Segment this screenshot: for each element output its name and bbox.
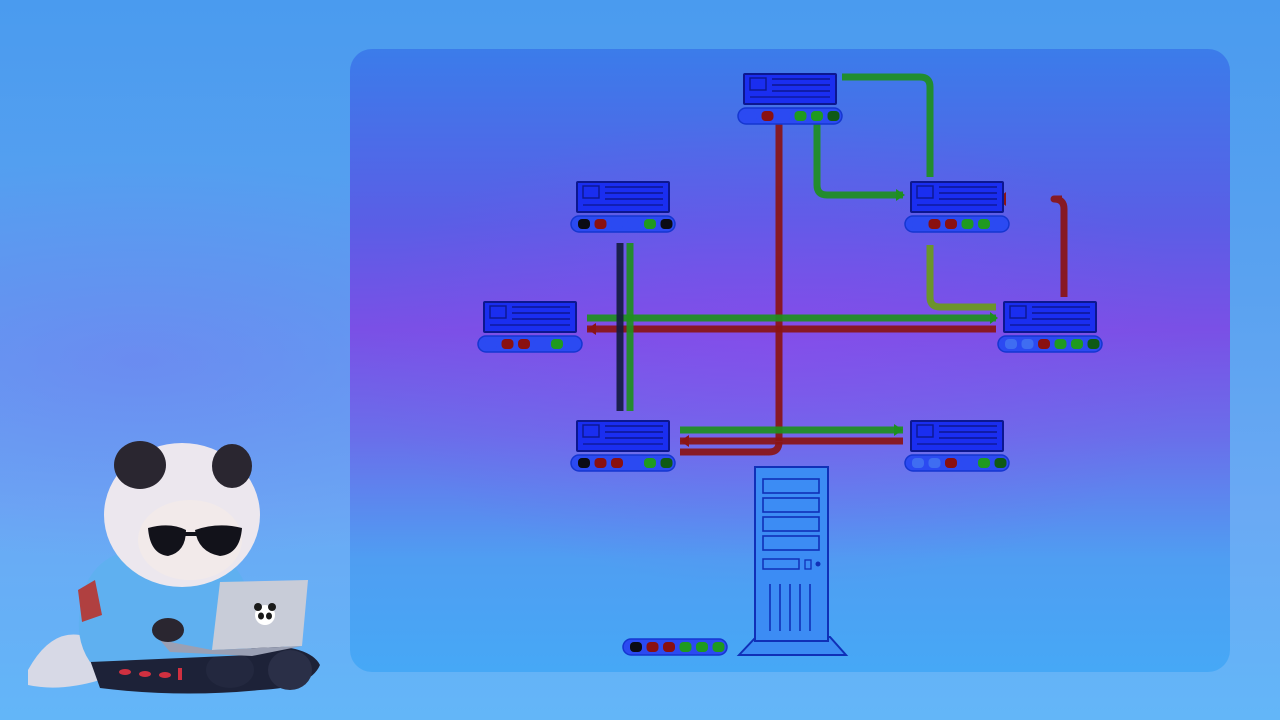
status-led-empty <box>567 339 580 349</box>
panda-logo-icon <box>254 603 276 625</box>
server-node-middle-right <box>997 301 1103 353</box>
status-led-empty <box>778 111 790 121</box>
status-led-dark-green <box>994 458 1007 468</box>
status-led-red <box>594 458 607 468</box>
sunglasses-right <box>195 525 242 556</box>
network-link-0 <box>842 73 934 177</box>
status-led-green <box>644 458 656 468</box>
status-led-dark-green <box>1087 339 1100 349</box>
status-led-black <box>630 642 642 652</box>
status-led-blue <box>912 458 924 468</box>
arrow-head-2 <box>894 424 903 436</box>
status-led-blue <box>1005 339 1017 349</box>
arrow-head-0 <box>896 189 905 201</box>
status-led-green <box>696 642 708 652</box>
status-led-dark-green <box>827 111 840 121</box>
network-link-2 <box>1050 195 1068 297</box>
server-node-lower-right <box>904 420 1010 472</box>
status-led-black <box>578 219 590 229</box>
status-led-green <box>961 219 974 229</box>
server-node-middle-left <box>477 301 583 353</box>
status-led-empty <box>627 219 640 229</box>
status-led-green <box>794 111 807 121</box>
status-led-empty <box>994 219 1007 229</box>
network-diagram-panel <box>350 49 1230 672</box>
status-led-green <box>1071 339 1083 349</box>
server-node-top <box>737 73 843 125</box>
hand <box>152 618 184 642</box>
status-led-black <box>660 219 673 229</box>
right-ear <box>212 444 252 488</box>
status-led-red <box>928 219 941 229</box>
arrow-head-3 <box>680 435 689 447</box>
status-led-black <box>578 458 590 468</box>
server-nodes <box>477 73 1103 472</box>
server-tower <box>622 466 849 656</box>
status-led-empty <box>745 111 757 121</box>
face <box>138 500 242 580</box>
status-led-empty <box>485 339 497 349</box>
arrow-head-4 <box>990 312 998 324</box>
status-led-empty <box>961 458 974 468</box>
server-node-lower-left <box>570 420 676 472</box>
status-led-green <box>644 219 656 229</box>
cushion <box>28 634 100 688</box>
tower-status-tray <box>622 638 728 656</box>
status-led-green <box>712 642 725 652</box>
status-led-dark-green <box>660 458 673 468</box>
server-node-upper-right <box>904 181 1010 233</box>
status-led-red <box>611 458 623 468</box>
arrow-head-5 <box>587 323 596 335</box>
status-led-red <box>646 642 659 652</box>
status-led-green <box>551 339 563 349</box>
status-led-red <box>518 339 530 349</box>
laptop-keyboard <box>160 640 302 656</box>
server-tower-icon <box>754 466 829 642</box>
panda-hacker-icon <box>28 441 320 694</box>
left-ear <box>114 441 166 489</box>
status-led-red <box>501 339 514 349</box>
network-link-1 <box>813 123 903 199</box>
status-led-green <box>811 111 823 121</box>
network-topology-diagram <box>477 73 1103 656</box>
status-led-blue <box>1021 339 1034 349</box>
status-led-green <box>978 458 990 468</box>
status-led-red <box>594 219 607 229</box>
status-led-red <box>1038 339 1050 349</box>
status-led-red <box>761 111 774 121</box>
network-links <box>587 73 1068 456</box>
network-link-3 <box>926 245 996 311</box>
status-led-empty <box>627 458 640 468</box>
status-led-empty <box>534 339 547 349</box>
status-led-blue <box>928 458 941 468</box>
status-led-green <box>978 219 990 229</box>
status-led-red <box>945 458 957 468</box>
sunglasses-left <box>148 525 186 556</box>
status-led-green <box>1054 339 1067 349</box>
network-link-11 <box>680 441 783 456</box>
status-led-red <box>945 219 957 229</box>
status-led-green <box>679 642 692 652</box>
server-node-upper-left <box>570 181 676 233</box>
status-led-empty <box>912 219 924 229</box>
status-led-red <box>663 642 675 652</box>
status-led-empty <box>611 219 623 229</box>
